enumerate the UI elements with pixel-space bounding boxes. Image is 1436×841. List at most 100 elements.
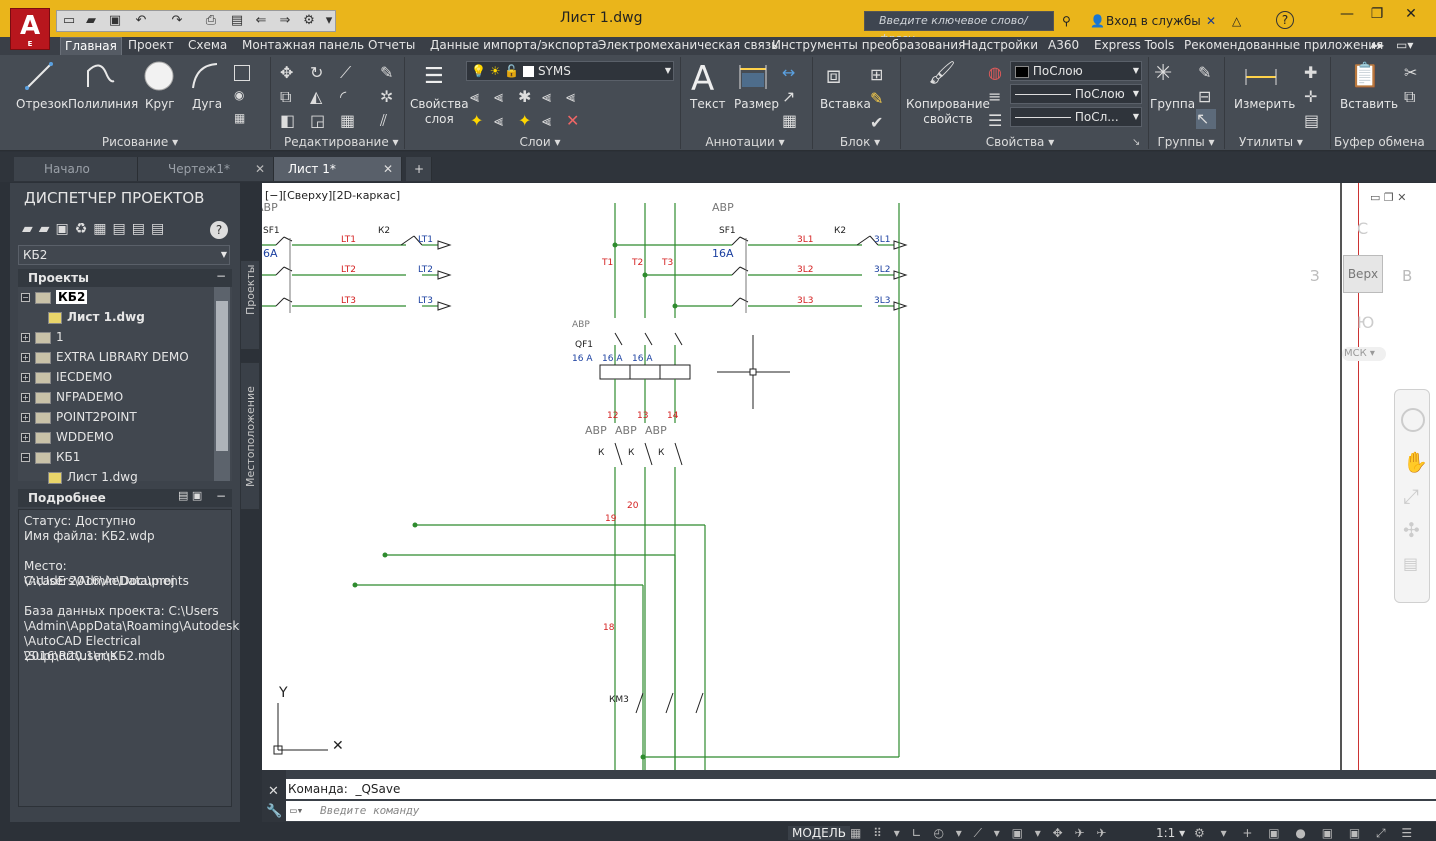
boundary-icon[interactable]: ▦	[234, 111, 246, 125]
back-icon[interactable]: ⇐	[255, 13, 267, 28]
ribbon-minimize-icon[interactable]: ▭▾	[1396, 38, 1414, 52]
expander-icon[interactable]: +	[21, 393, 30, 402]
mirror-icon[interactable]: ◭	[310, 87, 323, 106]
cut-icon[interactable]: ✂	[1404, 63, 1418, 82]
tree-item[interactable]: Лист 1.dwg	[18, 307, 145, 327]
layer-tool-icon[interactable]: ✕	[566, 111, 580, 130]
layer-tool-icon[interactable]: ✦	[518, 111, 532, 130]
showmotion-icon[interactable]: ▤	[1403, 554, 1419, 573]
group-button[interactable]: Группа	[1150, 97, 1196, 111]
qa-dropdown-icon[interactable]: ▾	[325, 13, 333, 28]
expander-icon[interactable]: +	[21, 353, 30, 362]
move-icon[interactable]: ✥	[280, 63, 294, 82]
tree-item[interactable]: +NFPADEMO	[18, 387, 123, 407]
zoom-extents-icon[interactable]: ⤢	[1403, 484, 1419, 508]
viewcube-south[interactable]: Ю	[1357, 313, 1375, 332]
text-button[interactable]: Текст	[690, 97, 726, 111]
command-input[interactable]: ▭▾Введите команду	[286, 801, 1436, 821]
menu-6[interactable]: Электромеханическая связь	[598, 38, 779, 52]
tree-item[interactable]: −КБ2	[18, 287, 88, 307]
rotate-icon[interactable]: ↻	[310, 63, 324, 82]
lineweight-combo[interactable]: ПоСлою▼	[1010, 84, 1142, 104]
layers-group-label[interactable]: Слои ▾	[519, 135, 561, 149]
scale-icon[interactable]: ◲	[310, 111, 326, 130]
details-header[interactable]: Подробнее	[18, 489, 232, 507]
cmd-grip[interactable]	[262, 770, 286, 822]
array-icon[interactable]: ▦	[340, 111, 356, 130]
arc-button[interactable]: Дуга	[192, 97, 223, 111]
customize-icon[interactable]: ⚙	[303, 13, 315, 28]
rectangle-icon[interactable]	[234, 65, 250, 81]
status-tools[interactable]: ▦ ⠿ ▾ ∟ ◴ ▾ ⟋ ▾ ▣ ▾ ✥ ✈ ✈	[850, 826, 1111, 840]
expander-icon[interactable]: +	[21, 433, 30, 442]
calculator-icon[interactable]: ▤	[1304, 111, 1320, 130]
binoculars-icon[interactable]: ⚲	[1062, 14, 1071, 28]
layer-tool-icon[interactable]: ⫷	[470, 87, 480, 106]
layer-tool-icon[interactable]: ⫷	[542, 87, 552, 106]
groups-group-label[interactable]: Группы ▾	[1157, 135, 1215, 149]
a360-icon[interactable]: △	[1232, 14, 1242, 28]
tree-item[interactable]: +IECDEMO	[18, 367, 112, 387]
tab-drawing1[interactable]: Чертеж1*✕	[138, 157, 274, 181]
projects-header[interactable]: Проекты	[18, 269, 232, 287]
menu-4[interactable]: Отчеты	[368, 38, 416, 52]
circle-button[interactable]: Круг	[145, 97, 175, 111]
project-combo[interactable]: КБ2▼	[18, 245, 230, 265]
annotation-scale[interactable]: 1:1 ▾	[1156, 826, 1186, 840]
group-edit-icon[interactable]: ⊟	[1198, 87, 1212, 106]
viewcube-west[interactable]: З	[1310, 267, 1320, 285]
attribute-icon[interactable]: ✔	[870, 113, 884, 132]
save-icon[interactable]: ▣	[108, 13, 122, 28]
linear-dim-icon[interactable]: ↔	[782, 63, 796, 82]
menu-1[interactable]: Проект	[128, 38, 174, 52]
tab-start[interactable]: Начало	[14, 157, 138, 181]
clipboard-group-label[interactable]: Буфер обмена	[1334, 135, 1425, 149]
model-space-button[interactable]: МОДЕЛЬ	[788, 826, 851, 840]
layer-tool-icon[interactable]: ⫷	[542, 111, 552, 130]
expander-icon[interactable]: +	[21, 333, 30, 342]
orbit-icon[interactable]: ✣	[1403, 518, 1420, 542]
color-combo[interactable]: ПоСлою▼	[1010, 61, 1142, 81]
line-button[interactable]: Отрезок	[16, 97, 69, 111]
exchange-icon[interactable]: ✕	[1206, 14, 1217, 28]
utilities-group-label[interactable]: Утилиты ▾	[1239, 135, 1303, 149]
publish-icon[interactable]: ▤	[230, 13, 244, 28]
explode-icon[interactable]: ✲	[380, 87, 394, 106]
viewcube-east[interactable]: В	[1402, 267, 1413, 285]
signin-button[interactable]: Вход в службы	[1106, 14, 1201, 28]
table-icon[interactable]: ▦	[782, 111, 798, 130]
edit-block-icon[interactable]: ✎	[870, 89, 884, 108]
cmd-settings-icon[interactable]: 🔧	[266, 804, 283, 819]
viewcube-top-face[interactable]: Верх	[1343, 255, 1383, 293]
tree-scrollbar[interactable]	[214, 287, 230, 481]
tree-item[interactable]: +EXTRA LIBRARY DEMO	[18, 347, 189, 367]
pan-icon[interactable]: ✋	[1403, 450, 1428, 474]
viewcube-north[interactable]: С	[1357, 219, 1369, 238]
layer-combo[interactable]: 💡 ☀ 🔓 SYMS▼	[466, 61, 674, 81]
new-tab-button[interactable]: +	[406, 157, 432, 181]
tree-item[interactable]: +POINT2POINT	[18, 407, 137, 427]
side-tab-projects[interactable]: Проекты	[240, 260, 260, 350]
dimension-button[interactable]: Размер	[734, 97, 780, 111]
steering-wheel-icon[interactable]	[1401, 408, 1425, 432]
details-view-icon[interactable]: ▤ ▣	[178, 489, 203, 502]
group-select-icon[interactable]: ↖	[1196, 109, 1216, 129]
draw-group-label[interactable]: Рисование ▾	[101, 135, 179, 149]
help-icon[interactable]: ?	[210, 221, 228, 239]
search-input[interactable]: Введите ключевое слово/фразу	[864, 11, 1054, 45]
stretch-icon[interactable]: ◧	[280, 111, 296, 130]
maximize-button[interactable]: ❐	[1370, 6, 1384, 22]
fillet-icon[interactable]: ◜	[340, 87, 347, 106]
redo-icon[interactable]: ↷	[171, 13, 183, 28]
copy-icon[interactable]: ⧉	[280, 87, 292, 106]
properties-group-label[interactable]: Свойства ▾	[985, 135, 1055, 149]
tree-item[interactable]: +WDDEMO	[18, 427, 114, 447]
menu-9[interactable]: A360	[1048, 38, 1080, 52]
copy-clip-icon[interactable]: ⧉	[1404, 87, 1416, 106]
measure-button[interactable]: Измерить	[1234, 97, 1296, 111]
layer-tool-icon[interactable]: ✱	[518, 87, 532, 106]
polyline-button[interactable]: Полилиния	[68, 97, 139, 111]
plot-icon[interactable]: ⎙	[205, 13, 217, 28]
